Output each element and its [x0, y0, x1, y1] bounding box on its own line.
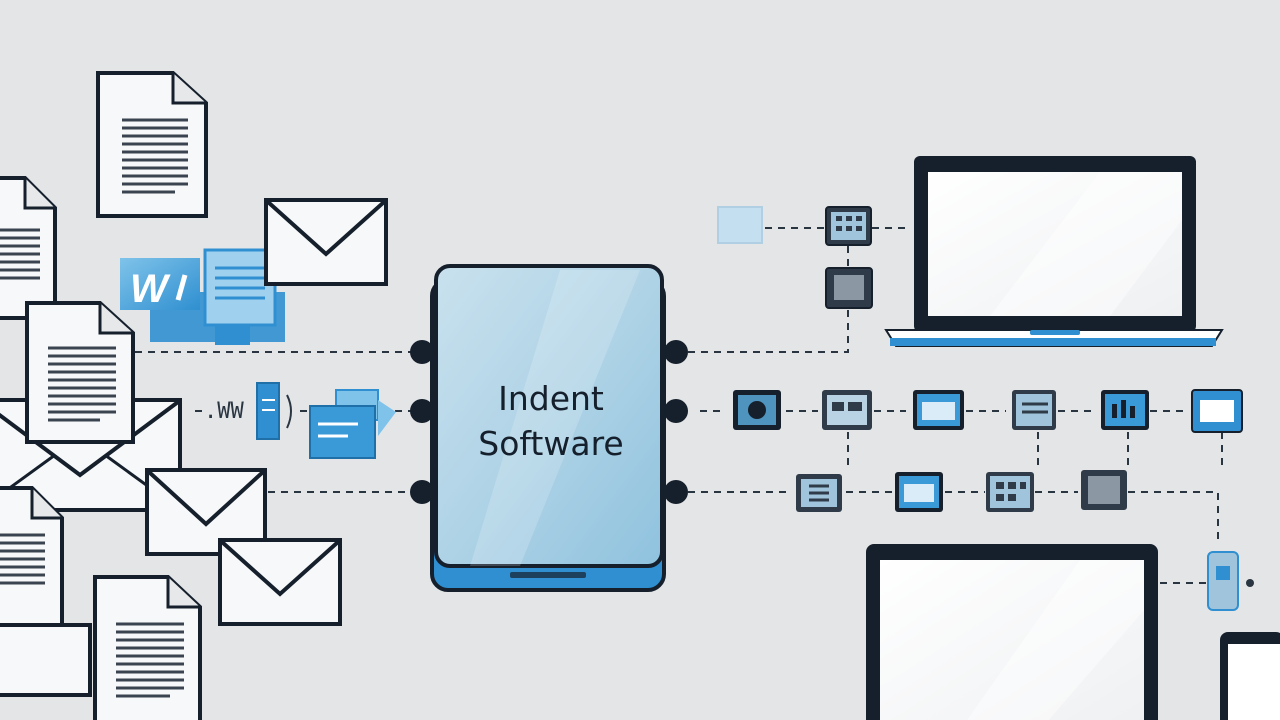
file-tile — [717, 206, 763, 244]
connector-right-bottom — [688, 491, 1219, 545]
phone-icon — [1220, 632, 1280, 720]
hub-title-line2: Software — [478, 424, 623, 463]
document-icon — [93, 575, 202, 720]
envelope-icon — [264, 198, 388, 286]
word-document-icon: W — [120, 248, 285, 345]
document-tile — [1012, 390, 1056, 430]
envelope-icon — [218, 538, 342, 626]
grid-tile — [986, 472, 1034, 512]
document-icon — [96, 71, 208, 218]
image-tile — [733, 390, 781, 430]
chart-tile — [822, 390, 872, 430]
small-doc-icon — [256, 382, 292, 440]
chat-bubble-icon — [309, 389, 396, 459]
gray-file-tile — [1081, 470, 1127, 510]
left-sources: W .WW — [0, 71, 396, 720]
right-outputs — [717, 156, 1280, 720]
image-grid-tile — [825, 206, 872, 246]
envelope-icon — [0, 623, 92, 697]
gray-file-tile — [825, 267, 873, 309]
document-icon — [0, 486, 64, 628]
list-tile — [796, 474, 842, 512]
bar-chart-tile — [1101, 390, 1149, 430]
document-icon — [0, 176, 57, 320]
hub-ports — [410, 340, 688, 504]
window-tile — [895, 472, 943, 512]
connector-right-top — [688, 310, 849, 353]
connection-lines — [135, 227, 1223, 584]
squiggle-label: .WW — [204, 399, 244, 424]
indent-software-hub: Indent Software — [410, 264, 688, 592]
window-tile — [913, 390, 964, 430]
word-badge-letter: W — [130, 267, 171, 311]
tablet-icon — [1207, 551, 1254, 611]
document-icon — [25, 301, 135, 444]
folder-tile — [1191, 389, 1243, 433]
monitor-icon — [866, 544, 1158, 720]
connector-verticals — [847, 432, 1223, 470]
hub-title-line1: Indent — [498, 379, 604, 418]
laptop-icon — [884, 156, 1224, 347]
